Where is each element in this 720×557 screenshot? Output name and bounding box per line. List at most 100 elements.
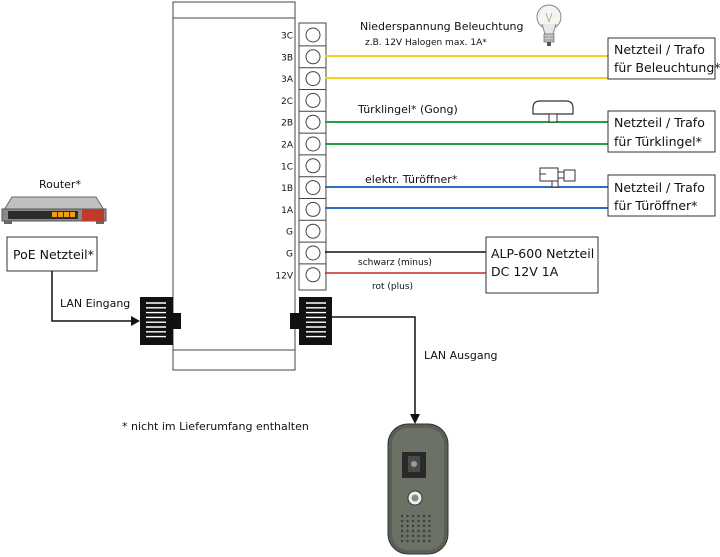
- grille-hole: [400, 524, 404, 528]
- lighting-psu-line2: für Beleuchtung*: [614, 60, 720, 75]
- grille-hole: [417, 534, 420, 538]
- poe-label: PoE Netzteil*: [13, 247, 94, 262]
- terminal-label: G: [286, 228, 293, 238]
- grille-hole: [422, 534, 426, 538]
- terminal-screw: [305, 223, 321, 239]
- grille-hole: [406, 514, 409, 518]
- poe-box: PoE Netzteil*: [6, 236, 98, 272]
- lan-in-wire: [51, 271, 134, 322]
- grille-hole: [422, 514, 426, 518]
- lan-in-arrow: [131, 316, 140, 326]
- grille-hole: [417, 539, 420, 543]
- lighting-psu-line1: Netzteil / Trafo: [614, 42, 705, 57]
- grille-hole: [428, 524, 431, 528]
- terminal-label: 2A: [281, 141, 294, 151]
- lan-in-label: LAN Eingang: [60, 297, 130, 310]
- doorbell-label: Türklingel* (Gong): [357, 103, 458, 116]
- grille-hole: [422, 524, 426, 528]
- doorbell-psu-line1: Netzteil / Trafo: [614, 115, 705, 130]
- rj45-port-icon: [140, 297, 181, 345]
- terminal-label: 2C: [281, 97, 293, 107]
- opener-wires: [325, 186, 608, 209]
- lan-out-arrow: [410, 414, 420, 424]
- lighting-wires: [325, 55, 608, 79]
- camera-doorbell-icon: [387, 423, 449, 555]
- grille-hole: [400, 529, 404, 533]
- device-housing: [172, 1, 296, 371]
- grille-hole: [422, 539, 426, 543]
- router-icon: [1, 196, 107, 224]
- door-opener-icon: [539, 167, 576, 188]
- opener-psu-box: Netzteil / Trafo für Türöffner*: [607, 174, 716, 217]
- grille-hole: [400, 534, 404, 538]
- grille-hole: [417, 524, 420, 528]
- grille-hole: [406, 529, 409, 533]
- grille-hole: [406, 519, 409, 523]
- terminal-label: 1A: [281, 206, 294, 216]
- rj45-port-icon: [290, 297, 332, 345]
- grille-hole: [422, 519, 426, 523]
- grille-hole: [411, 529, 415, 533]
- terminal-screw: [305, 114, 321, 130]
- grille-hole: [428, 514, 431, 518]
- lan-out-label: LAN Ausgang: [424, 349, 498, 362]
- grille-hole: [417, 514, 420, 518]
- terminal-label: 3C: [281, 32, 293, 42]
- grille-hole: [428, 534, 431, 538]
- terminal-label: 2B: [281, 119, 293, 129]
- grille-hole: [411, 539, 415, 543]
- alp-psu-box: ALP-600 Netzteil DC 12V 1A: [485, 236, 599, 294]
- terminal-screw: [305, 267, 321, 283]
- grille-hole: [422, 529, 426, 533]
- opener-label: elektr. Türöffner*: [365, 173, 458, 186]
- red-wire-label: rot (plus): [372, 282, 413, 292]
- black-wire-label: schwarz (minus): [358, 258, 432, 268]
- footnote: * nicht im Lieferumfang enthalten: [122, 420, 309, 433]
- grille-hole: [400, 539, 404, 543]
- terminal-screw: [305, 27, 321, 43]
- terminal-label: 1B: [281, 184, 293, 194]
- opener-psu-line1: Netzteil / Trafo: [614, 180, 705, 195]
- grille-hole: [406, 534, 409, 538]
- terminal-screw: [305, 49, 321, 65]
- terminal-label: 3B: [281, 53, 293, 63]
- alp-psu-line2: DC 12V 1A: [491, 264, 559, 279]
- lighting-label-line1: Niederspannung Beleuchtung: [360, 20, 524, 33]
- grille-hole: [428, 539, 431, 543]
- doorbell-wires: [325, 121, 608, 145]
- grille-hole: [428, 519, 431, 523]
- doorbell-psu-line2: für Türklingel*: [614, 134, 702, 149]
- grille-hole: [411, 519, 415, 523]
- router-label: Router*: [39, 178, 81, 191]
- opener-psu-line2: für Türöffner*: [614, 198, 697, 213]
- alp-psu-line1: ALP-600 Netzteil: [491, 246, 594, 261]
- grille-hole: [411, 514, 415, 518]
- terminal-label: 12V: [275, 271, 293, 281]
- grille-hole: [411, 524, 415, 528]
- grille-hole: [417, 529, 420, 533]
- terminal-label: G: [286, 250, 293, 260]
- terminal-screw: [305, 201, 321, 217]
- lan-out-wire: [332, 316, 416, 416]
- terminal-screw: [305, 136, 321, 152]
- gong-icon: [532, 100, 574, 123]
- grille-hole: [411, 534, 415, 538]
- grille-hole: [400, 514, 404, 518]
- lighting-psu-box: Netzteil / Trafo für Beleuchtung*: [607, 37, 720, 80]
- terminal-screw: [305, 245, 321, 261]
- grille-hole: [400, 519, 404, 523]
- light-bulb-icon: [536, 4, 562, 46]
- terminal-screw: [305, 180, 321, 196]
- terminal-label: 1C: [281, 162, 293, 172]
- doorbell-psu-box: Netzteil / Trafo für Türklingel*: [607, 110, 716, 153]
- terminal-screw: [305, 158, 321, 174]
- lighting-label-line2: z.B. 12V Halogen max. 1A*: [365, 38, 487, 48]
- terminal-block: 3C 3B 3A 2C 2B 2A 1C 1B 1A G G 12V: [275, 27, 326, 283]
- terminal-label: 3A: [281, 75, 294, 85]
- grille-hole: [406, 524, 409, 528]
- terminal-screw: [305, 92, 321, 108]
- grille-hole: [406, 539, 409, 543]
- grille-hole: [428, 529, 431, 533]
- grille-hole: [417, 519, 420, 523]
